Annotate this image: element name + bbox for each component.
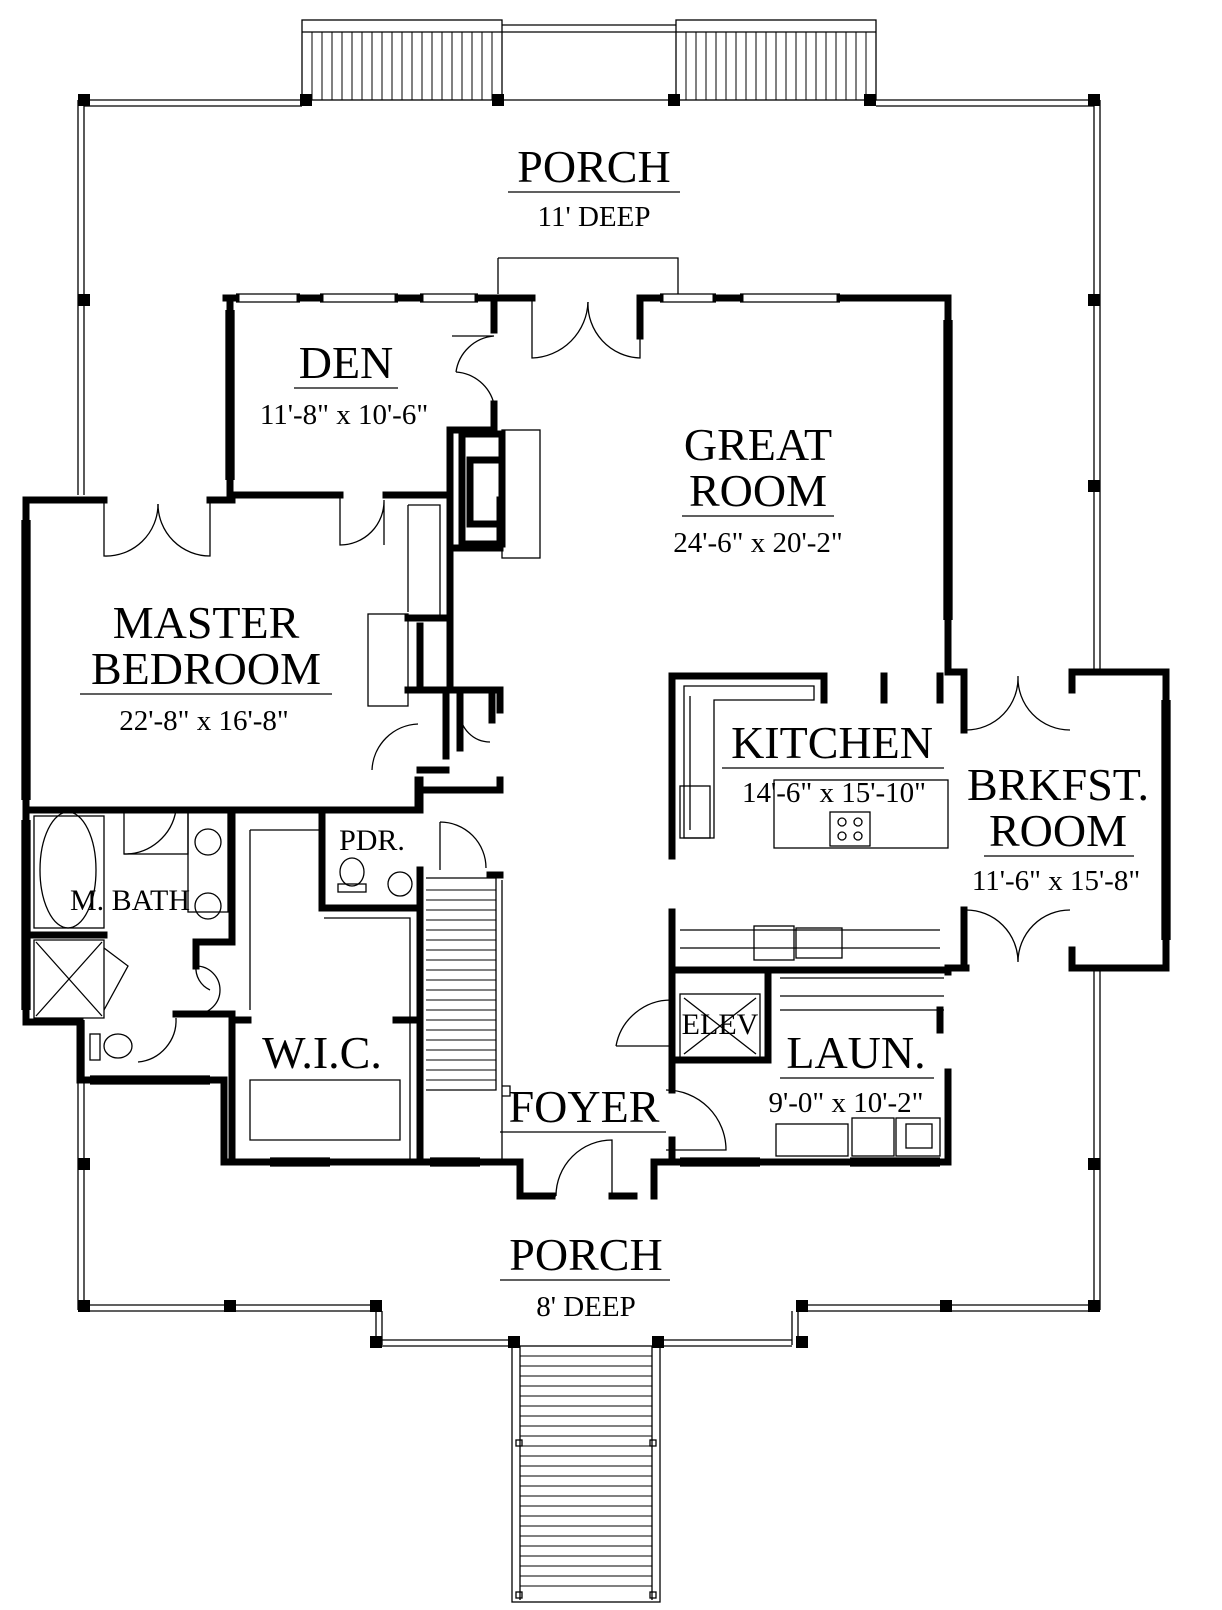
breakfast-room-name-line1: BRKFST.	[967, 759, 1149, 810]
interior-walls	[24, 400, 952, 1166]
front-porch-railing	[77, 970, 1101, 1348]
elevator-name: ELEV	[682, 1008, 759, 1041]
laundry-name: LAUN.	[786, 1027, 925, 1078]
den-name: DEN	[299, 337, 394, 388]
rear-stairs-left	[301, 19, 503, 101]
rear-stairs-right	[675, 19, 877, 101]
kitchen-name: KITCHEN	[731, 717, 933, 768]
plumbing-fixtures	[33, 811, 413, 1061]
master-bedroom-dimensions: 22'-8" x 16'-8"	[119, 705, 288, 737]
rear-porch-depth: 11' DEEP	[538, 201, 651, 233]
sink-icon	[194, 828, 222, 856]
foyer-name: FOYER	[509, 1081, 660, 1132]
exterior-walls	[22, 294, 1170, 1200]
toilet-icon	[103, 1033, 133, 1059]
windows	[21, 293, 1171, 1167]
breakfast-room-name-line2: ROOM	[989, 805, 1127, 856]
front-stairs	[511, 1345, 661, 1603]
breakfast-room-dimensions: 11'-6" x 15'-8"	[972, 865, 1140, 897]
kitchen-dimensions: 14'-6" x 15'-10"	[742, 777, 926, 809]
great-room-name-line1: GREAT	[684, 419, 832, 470]
laundry-dimensions: 9'-0" x 10'-2"	[769, 1087, 924, 1119]
master-bath-name: M. BATH	[70, 884, 190, 917]
sink-icon	[194, 892, 222, 920]
master-bedroom-name-line1: MASTER	[113, 597, 300, 648]
front-porch-depth: 8' DEEP	[536, 1291, 635, 1323]
rear-porch-name: PORCH	[517, 141, 670, 192]
powder-room-name: PDR.	[339, 824, 405, 857]
sink-icon	[387, 871, 413, 897]
front-porch-name: PORCH	[509, 1229, 662, 1280]
den-dimensions: 11'-8" x 10'-6"	[260, 399, 428, 431]
room-labels: PORCH 11' DEEP DEN 11'-8" x 10'-6" GREAT…	[70, 141, 1149, 1323]
great-room-name-line2: ROOM	[689, 465, 827, 516]
master-bedroom-name-line2: BEDROOM	[91, 643, 321, 694]
rear-porch-railing	[77, 94, 1101, 670]
doors	[103, 257, 1071, 1200]
walk-in-closet-name: W.I.C.	[262, 1027, 382, 1078]
great-room-dimensions: 24'-6" x 20'-2"	[673, 527, 842, 559]
toilet-icon	[339, 857, 365, 887]
